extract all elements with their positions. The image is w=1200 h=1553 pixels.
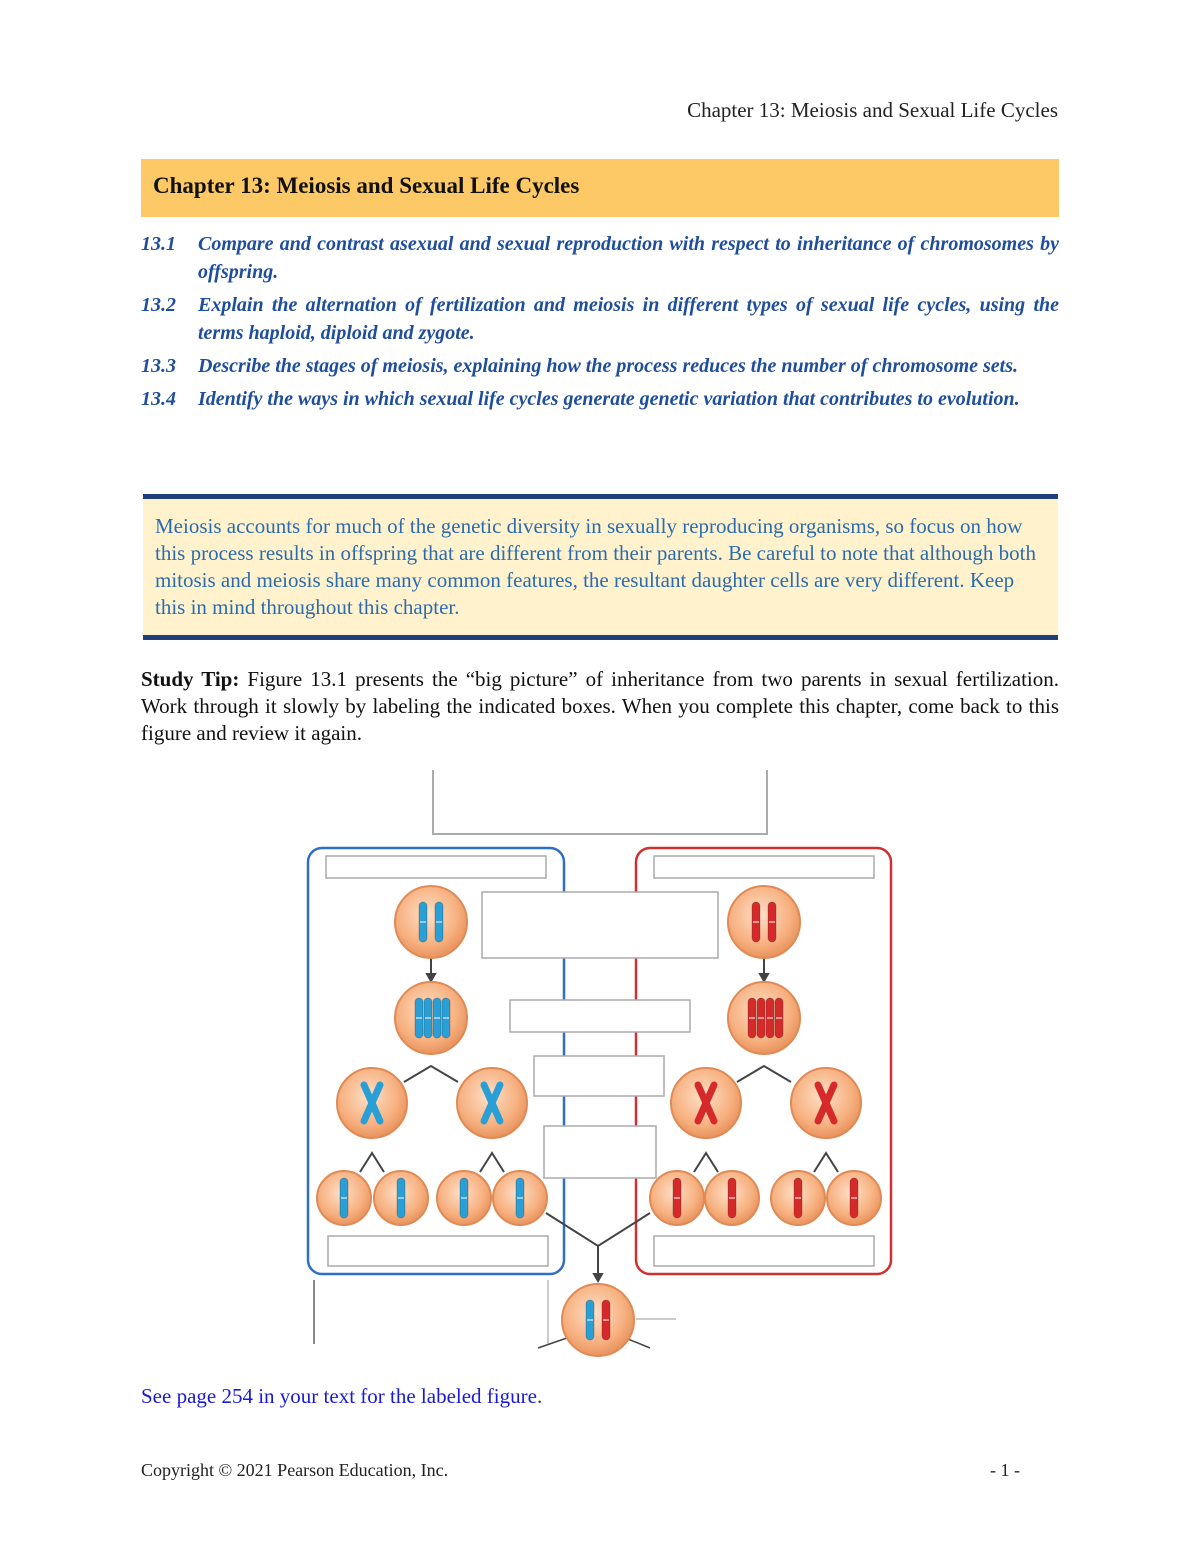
paternal-gamete-2: [705, 1171, 759, 1225]
center-label-box-2[interactable]: [510, 1000, 690, 1032]
maternal-parent-cell: [395, 886, 467, 958]
paternal-bottom-label-box[interactable]: [654, 1236, 874, 1266]
paternal-replicated-cell: [728, 982, 800, 1054]
zygote-cell: [562, 1284, 634, 1356]
copyright: Copyright © 2021 Pearson Education, Inc.: [141, 1460, 448, 1481]
objective-text: Describe the stages of meiosis, explaini…: [198, 352, 1059, 380]
center-label-box-1[interactable]: [482, 892, 718, 958]
maternal-gamete-4: [493, 1171, 547, 1225]
objective-number: 13.1: [141, 230, 198, 286]
learning-objectives: 13.1 Compare and contrast asexual and se…: [141, 230, 1059, 418]
page-number: - 1 -: [990, 1460, 1020, 1481]
study-tip-text: Figure 13.1 presents the “big picture” o…: [141, 667, 1059, 745]
paternal-meiosis1-cell-b: [791, 1068, 861, 1138]
objective-number: 13.3: [141, 352, 198, 380]
objective-number: 13.2: [141, 291, 198, 347]
objective-number: 13.4: [141, 385, 198, 413]
objective-text: Compare and contrast asexual and sexual …: [198, 230, 1059, 286]
objective-item: 13.2 Explain the alternation of fertiliz…: [141, 291, 1059, 347]
running-header: Chapter 13: Meiosis and Sexual Life Cycl…: [687, 98, 1058, 123]
maternal-gamete-3: [437, 1171, 491, 1225]
paternal-gamete-1: [650, 1171, 704, 1225]
objective-item: 13.3 Describe the stages of meiosis, exp…: [141, 352, 1059, 380]
paternal-top-label-box[interactable]: [654, 856, 874, 878]
maternal-meiosis1-cell-a: [337, 1068, 407, 1138]
top-label-box[interactable]: [433, 770, 767, 834]
objective-text: Identify the ways in which sexual life c…: [198, 385, 1059, 413]
key-note-box: Meiosis accounts for much of the genetic…: [143, 494, 1058, 640]
maternal-replicated-cell: [395, 982, 467, 1054]
maternal-bottom-label-box[interactable]: [328, 1236, 548, 1266]
maternal-gamete-1: [317, 1171, 371, 1225]
maternal-meiosis1-cell-b: [457, 1068, 527, 1138]
chapter-title: Chapter 13: Meiosis and Sexual Life Cycl…: [153, 173, 1047, 199]
objective-text: Explain the alternation of fertilization…: [198, 291, 1059, 347]
chapter-banner: Chapter 13: Meiosis and Sexual Life Cycl…: [141, 159, 1059, 217]
paternal-parent-cell: [728, 886, 800, 958]
objective-item: 13.4 Identify the ways in which sexual l…: [141, 385, 1059, 413]
center-label-box-4[interactable]: [544, 1126, 656, 1178]
cell-body: [728, 886, 800, 958]
cell-body: [562, 1284, 634, 1356]
paternal-meiosis1-cell-a: [671, 1068, 741, 1138]
key-note-text: Meiosis accounts for much of the genetic…: [155, 514, 1036, 619]
inheritance-figure: [300, 768, 900, 1360]
objective-item: 13.1 Compare and contrast asexual and se…: [141, 230, 1059, 286]
paternal-gamete-4: [827, 1171, 881, 1225]
study-tip: Study Tip: Figure 13.1 presents the “big…: [141, 666, 1059, 747]
study-tip-label: Study Tip:: [141, 667, 239, 691]
paternal-gamete-3: [771, 1171, 825, 1225]
cell-body: [395, 886, 467, 958]
center-label-box-3[interactable]: [534, 1056, 664, 1096]
maternal-gamete-2: [374, 1171, 428, 1225]
see-page-note: See page 254 in your text for the labele…: [141, 1384, 542, 1409]
maternal-top-label-box[interactable]: [326, 856, 546, 878]
